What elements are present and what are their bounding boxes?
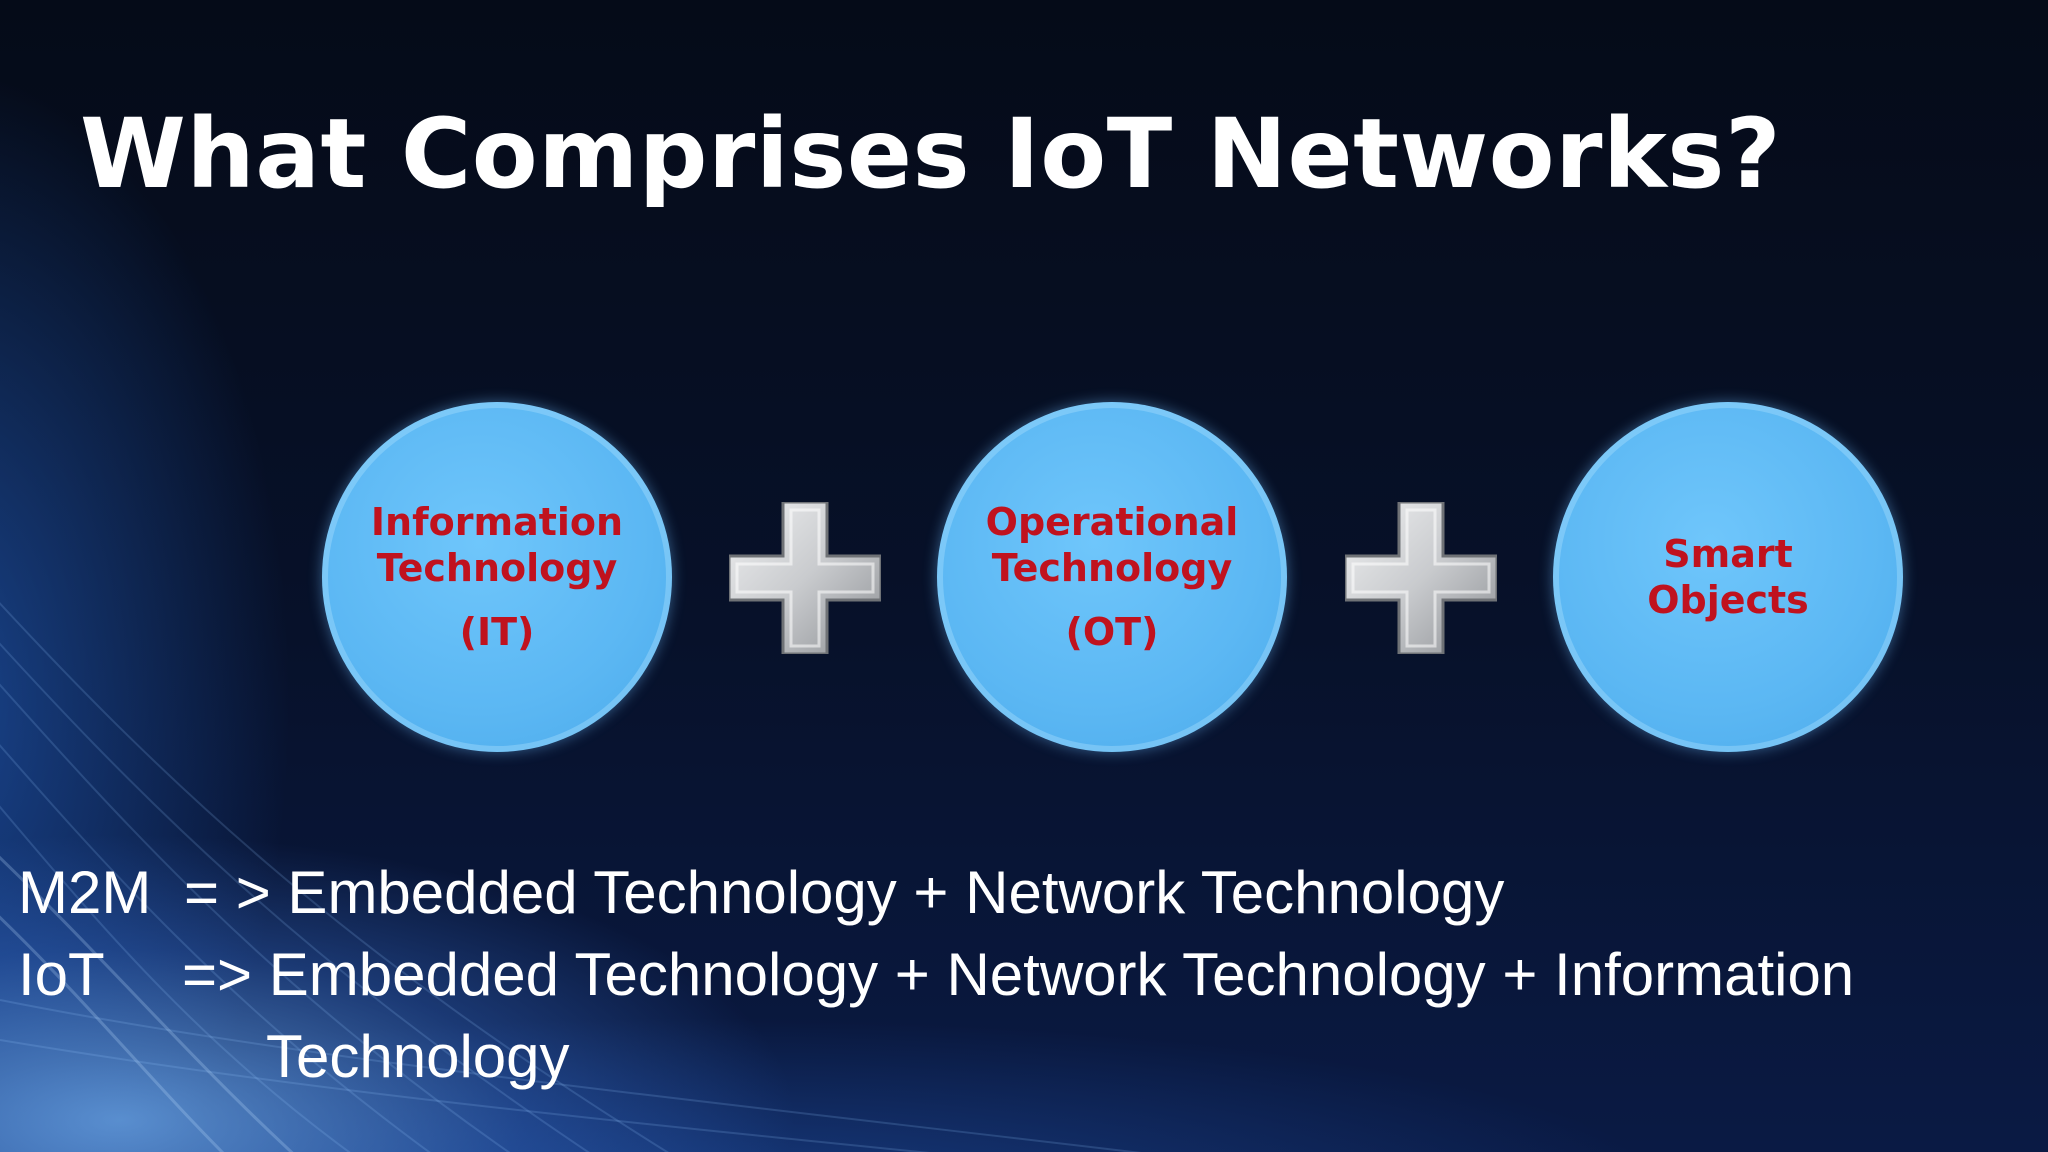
node-label-line1: Information (370, 500, 624, 544)
m2m-definition: = > Embedded Technology + Network Techno… (184, 859, 1505, 926)
iot-definition: => Embedded Technology + Network Technol… (182, 941, 1855, 1008)
equations-block: M2M = > Embedded Technology + Network Te… (18, 858, 2028, 1118)
node-label-line2: Technology (991, 546, 1233, 590)
node-operational-technology: Operational Technology (OT) (937, 402, 1287, 752)
plus-icon (729, 502, 881, 654)
node-smart-objects: Smart Objects (1553, 402, 1903, 752)
node-label-line1: Smart (1663, 532, 1793, 576)
iot-definition-continued: Technology (266, 1023, 570, 1090)
m2m-label: M2M (18, 859, 152, 926)
node-label-line2: Technology (376, 546, 618, 590)
node-label-line2: Objects (1647, 578, 1809, 622)
iot-label: IoT (18, 941, 105, 1008)
node-label-abbrev: (OT) (1065, 610, 1159, 654)
plus-icon (1345, 502, 1497, 654)
node-label-abbrev: (IT) (459, 610, 535, 654)
node-label-line1: Operational (985, 500, 1239, 544)
slide-title: What Comprises IoT Networks? (80, 98, 1782, 210)
node-information-technology: Information Technology (IT) (322, 402, 672, 752)
